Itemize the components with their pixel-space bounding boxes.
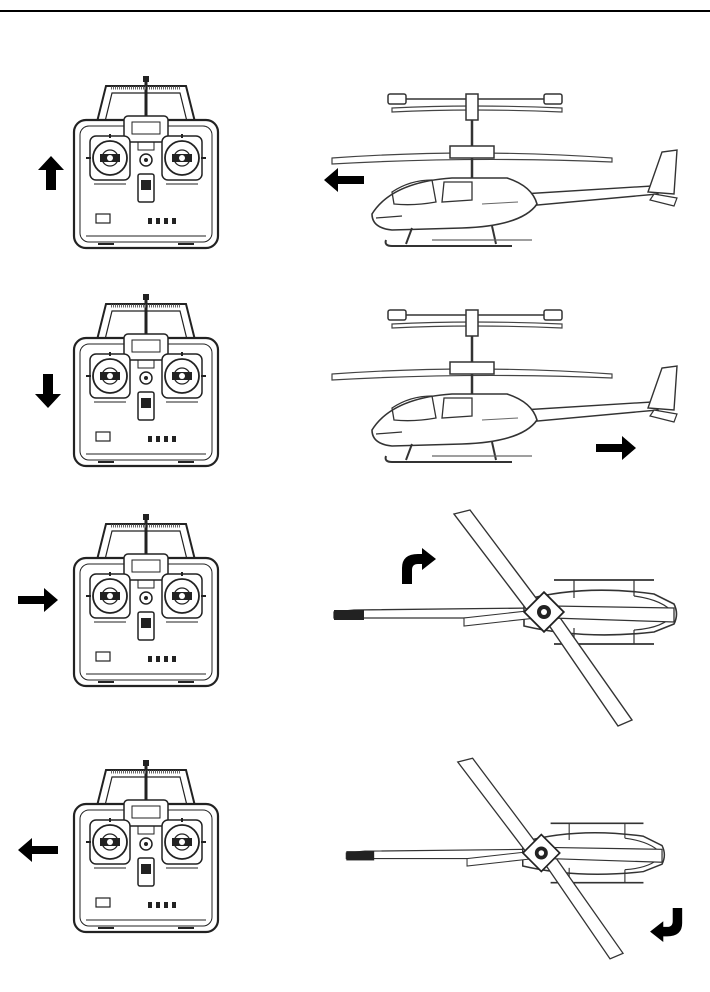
- instruction-row-backward: [0, 294, 710, 526]
- curved-arrow-down-up-icon: [650, 908, 686, 942]
- remote-controller-illustration: [66, 760, 226, 935]
- remote-controller-illustration: [66, 76, 226, 251]
- helicopter-top-view-illustration: [334, 514, 679, 724]
- helicopter-side-view-illustration: [332, 94, 677, 254]
- arrow-down-icon: [35, 374, 61, 408]
- instruction-row-turn-left: [0, 760, 710, 992]
- arrow-up-icon: [38, 156, 64, 190]
- arrow-left-icon: [18, 838, 58, 862]
- header-rule: [0, 10, 710, 12]
- arrow-right-icon: [18, 588, 58, 612]
- arrow-right-icon: [596, 436, 636, 460]
- remote-controller-illustration: [66, 294, 226, 469]
- instruction-row-turn-right: [0, 514, 710, 746]
- helicopter-top-view-illustration: [334, 762, 679, 957]
- remote-controller-illustration: [66, 514, 226, 689]
- instruction-row-forward: [0, 76, 710, 308]
